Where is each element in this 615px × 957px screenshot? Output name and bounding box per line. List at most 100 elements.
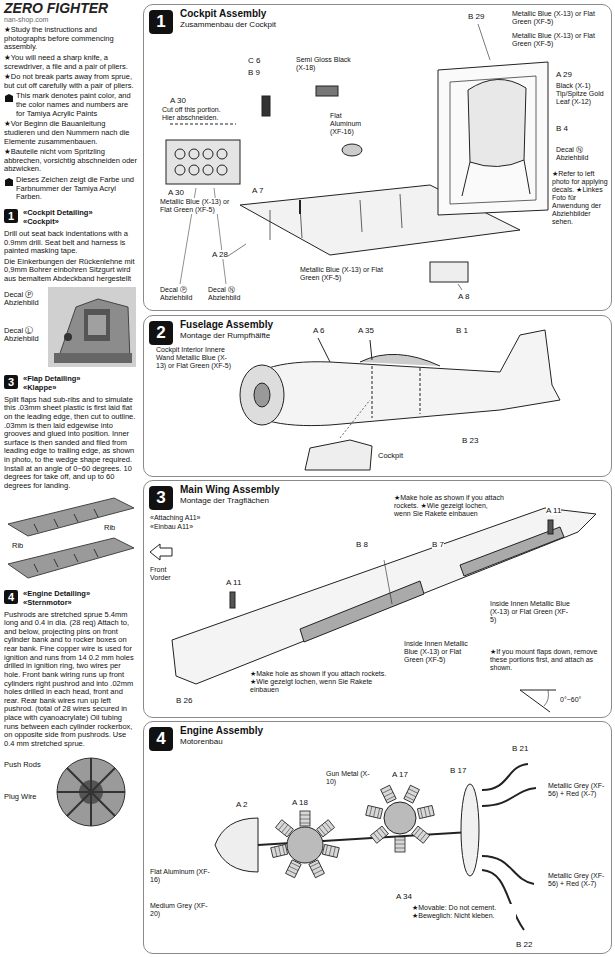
note-text: ★Bauteile nicht vom Spritzling abbrechen… [4,148,138,174]
part-number: B 7 [432,540,444,549]
part-number: A 30 [170,96,186,105]
note-text: Cockpit [378,452,403,461]
note-text: Metallic Blue (X-13) or Flat Green (XF-5… [512,32,610,48]
note-text: Split flaps had sub-ribs and to simulate… [4,396,138,491]
part-number: B 22 [516,940,532,949]
note-text: Decal Ⓛ Abziehbild [4,327,46,344]
note-text: ★Do not break parts away from sprue, but… [4,73,138,90]
step-heading: Montage der Tragflächen [180,496,269,506]
part-number: A 29 [556,70,572,79]
step-heading: Montage der Rumpfhälfte [180,331,270,341]
step-number: 1 [149,10,173,34]
part-number: B 26 [176,696,192,705]
part-number: B 9 [248,68,260,77]
part-number: B 21 [512,744,528,753]
paint-mark [4,177,14,187]
part-number: A 28 [212,250,228,259]
step-number-text: 4 [4,590,18,604]
step-heading: Motorenbau [180,737,223,747]
part-number: A 2 [236,800,248,809]
watermark: nan-shop.com [4,16,114,24]
note-text: Push Rods [4,761,44,770]
part-number: B 4 [556,124,568,133]
part-number: A 30 [168,188,184,197]
step-number-text: 3 [149,486,173,510]
note-text: Die Einkerbungen der Rückenlehne mit 0,9… [4,258,138,284]
part-number: A 11 [546,506,561,515]
part-number: B 17 [450,766,466,775]
part-number: A 11 [226,578,241,587]
part-number: A 17 [392,770,408,779]
note-text: ★You will need a sharp knife, a screwdri… [4,54,138,71]
cockpit-drawing [166,24,548,290]
note-text: Metallic Blue (X-13) or Flat Green (XF-5… [160,198,236,214]
wing-drawing [150,508,596,712]
note-text: Decal Ⓝ Abziehbild [556,146,600,162]
part-number: B 23 [462,436,478,445]
note-text: ★If you mount flaps down, remove these p… [490,648,608,672]
page-title: ZERO FIGHTER [4,0,108,16]
step-number: 3«Flap Detailing»«Klappe» [4,373,138,393]
step-panel: Cockpit AssemblyZusammenbau der Cockpit1 [143,4,612,311]
note-text: Flat Aluminum (XF-16) [150,868,210,884]
note-text: Plug Wire [4,793,44,802]
step-number-text: 1 [4,209,18,223]
part-number: B 1 [456,326,468,335]
note-text: Inside Innen Metallic Blue (X-13) or Fla… [490,600,574,624]
note-text: Black (X-1) Tip/Spitze Gold Leaf (X-12) [556,82,610,106]
step-number: 3 [149,486,173,510]
part-number: A 6 [313,326,325,335]
note-text: ★Movable: Do not cement. ★Beweglich: Nic… [412,904,516,920]
note-text: Metallic Grey (XF-56) + Red (X-7) [548,872,610,888]
note-text: Cut off this portion. Hier abschneiden. [162,106,232,122]
part-number: B 29 [468,12,484,21]
step-number-text: 4 [149,727,173,751]
step-heading: «Sternmotor» [23,598,72,607]
engine-drawing [215,764,536,930]
note-text: ★Make hole as shown if you attach rocket… [250,670,400,694]
note-text: Decal Ⓝ Abziehbild [208,286,250,302]
note-text: Rib [12,542,23,551]
fuselage-drawing [240,330,560,470]
step-number-text: 1 [149,10,173,34]
part-number: A 18 [292,798,308,807]
engine-photo [46,753,136,831]
note-text: Cockpit Interior Innere Wand Metallic Bl… [156,346,232,370]
note-text: ★Refer to left photo for applying decals… [552,170,610,226]
note-text: This mark denotes paint color, and the c… [16,92,138,118]
note-text: ★Study the instructions and photographs … [4,26,138,52]
note-text: Semi Gloss Black (X-18) [296,56,352,72]
note-text: Front Vorder [150,566,184,582]
note-text: Pushrods are stretched sprue 5.4mm long … [4,611,138,749]
note-text: Metallic Grey (XF-56) + Red (X-7) [548,782,610,798]
part-number: A 34 [396,892,412,901]
step-heading: Zusammenbau der Cockpit [180,20,276,30]
note-text: Decal Ⓟ Abziehbild [160,286,202,302]
note-text: Decal Ⓟ Abziehbild [4,291,46,308]
step-number: 4 [149,727,173,751]
step-panel: Engine AssemblyMotorenbau4 [143,721,612,954]
note-text: ★Vor Beginn die Bauanleitung studieren u… [4,120,138,146]
flap-photo [4,494,138,582]
part-number: A 7 [252,186,264,195]
note-text: Rib [104,524,115,533]
step-heading: «Klappe» [23,383,56,392]
note-text: Medium Grey (XF-20) [150,902,210,918]
part-number: A 8 [458,292,470,301]
step-heading: «Engine Detailing» [23,589,90,598]
step-heading: «Cockpit Detailing» [23,208,93,217]
step-number-text: 3 [4,375,18,389]
note-text: Flat Aluminum (XF-16) [330,112,374,136]
note-text: «Attaching A11» [150,514,200,522]
step-heading: Main Wing Assembly [180,484,280,496]
part-number: A 35 [358,326,374,335]
step-heading: Fuselage Assembly [180,319,273,331]
note-text: Inside Innen Metallic Blue (X-13) or Fla… [404,640,476,664]
note-text: ★Make hole as shown if you attach rocket… [394,494,506,518]
part-number: C 6 [248,56,260,65]
note-text: Metallic Blue (X-13) or Flat Green (XF-5… [512,10,610,26]
cockpit-photo [48,287,136,367]
note-text: 0°~60° [560,696,581,704]
part-number: B 8 [356,540,368,549]
